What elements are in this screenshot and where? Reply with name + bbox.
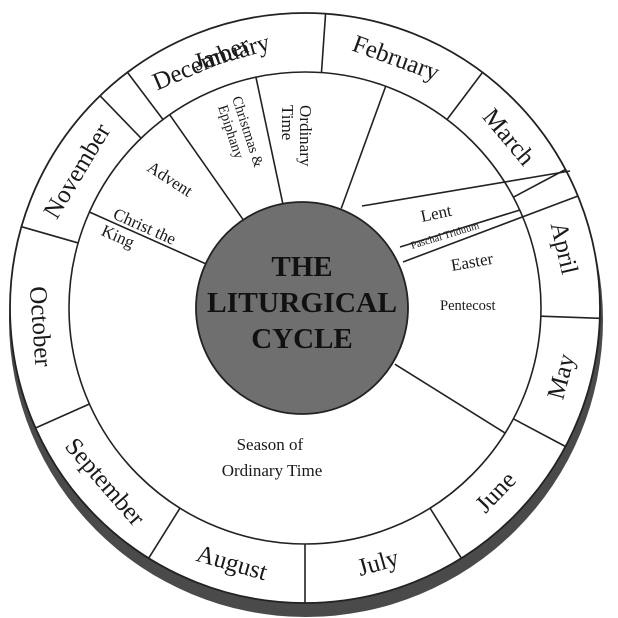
center-title-line-2: LITURGICAL [207,287,397,319]
season-divider-3 [394,363,506,434]
season-ordinary-time-1-line-2: Time [278,105,297,140]
season-ordinary-time-1: Ordinary Time [278,105,315,171]
season-divider-4 [89,211,209,266]
lent-band-bottom [402,195,579,263]
season-ordinary-time-2: Season of Ordinary Time [222,435,323,480]
season-ordinary-time-1-line-1: Ordinary [296,105,315,167]
center-title-line-3: CYCLE [251,323,353,355]
month-divider-3 [513,168,566,198]
month-divider-6 [429,507,463,559]
month-divider-10 [21,225,79,244]
month-divider-1 [320,13,327,73]
month-divider-0 [126,71,164,121]
month-divider-8 [147,507,181,559]
season-ordinary-time-2-line-2: Ordinary Time [222,461,323,480]
month-divider-4 [540,315,600,320]
season-ordinary-time-2-line-1: Season of [237,435,304,454]
lent-band-top [361,170,571,207]
month-divider-5 [513,418,566,448]
season-divider-0 [168,114,245,222]
month-divider-11 [99,95,142,139]
season-pentecost: Pentecost [440,298,496,314]
month-divider-9 [35,403,90,429]
season-divider-2 [340,85,387,209]
month-dividers [21,13,600,603]
month-divider-2 [446,71,484,121]
season-divider-1 [255,76,284,205]
month-october: October [24,285,57,368]
center-title-line-1: THE [271,251,332,283]
season-dividers [89,76,579,434]
triduum-divider [399,209,521,248]
center-hub [195,201,409,415]
